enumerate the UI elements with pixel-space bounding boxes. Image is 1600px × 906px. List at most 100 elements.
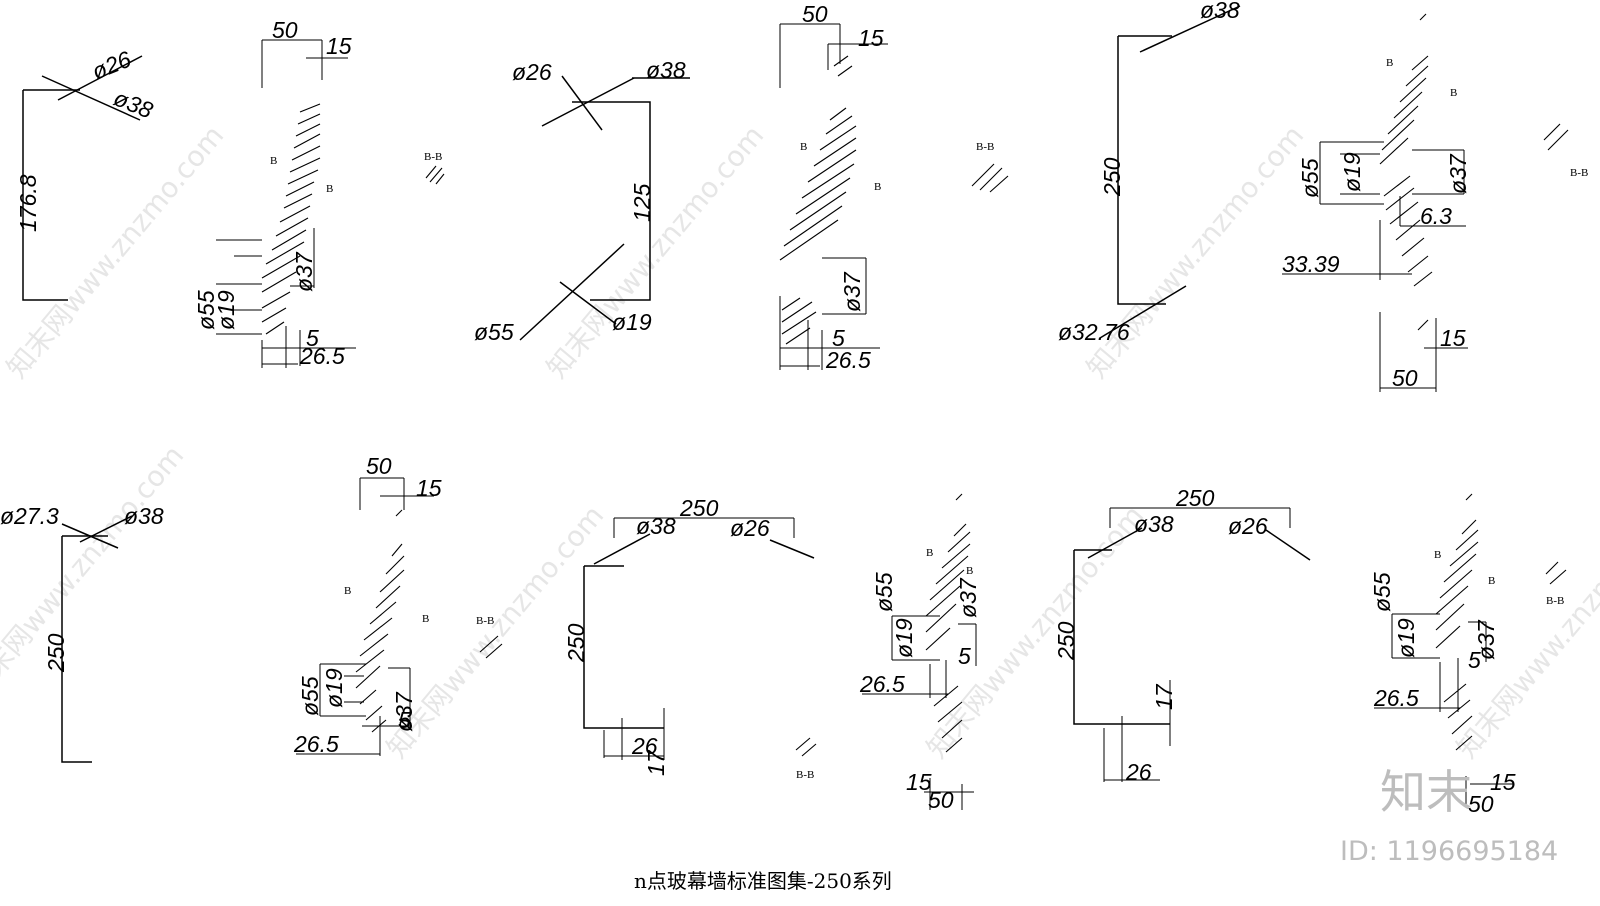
dim-50: 50 bbox=[928, 787, 954, 813]
dim-26-5: 26.5 bbox=[293, 731, 339, 757]
dim-phi27-3: ø27.3 bbox=[0, 503, 59, 529]
dim-5: 5 bbox=[1468, 647, 1481, 673]
hatch-pattern bbox=[779, 107, 857, 345]
dim-26-5: 26.5 bbox=[1373, 685, 1419, 711]
dim-phi19: ø19 bbox=[321, 668, 347, 708]
detail-6-section: B B ø55 ø19 ø37 6.3 33.39 15 50 bbox=[1282, 13, 1471, 392]
dim-phi55: ø55 bbox=[474, 319, 514, 345]
dim-phi37: ø37 bbox=[291, 251, 317, 292]
dim-phi55: ø55 bbox=[871, 572, 897, 612]
dim-50: 50 bbox=[1468, 791, 1494, 817]
section-mark-b: B bbox=[270, 155, 277, 167]
section-mark-b: B bbox=[1488, 575, 1495, 587]
section-mark-b: B bbox=[1450, 87, 1457, 99]
dim-phi37: ø37 bbox=[391, 691, 417, 732]
dim-phi55: ø55 bbox=[193, 290, 219, 330]
detail-4-section-label: B-B bbox=[971, 141, 1009, 193]
section-mark-b: B bbox=[1386, 57, 1393, 69]
dim-250: 250 bbox=[1053, 621, 1079, 661]
dim-125: 125 bbox=[629, 183, 655, 222]
dim-phi55: ø55 bbox=[1297, 158, 1323, 198]
dim-phi38: ø38 bbox=[646, 57, 686, 83]
detail-4-section: 50 15 B B ø37 5 26.5 bbox=[779, 1, 888, 373]
dim-15: 15 bbox=[906, 769, 932, 795]
detail-8-section: 50 15 B B ø55 ø19 ø37 5 26.5 bbox=[293, 453, 442, 757]
dim-phi37: ø37 bbox=[839, 271, 865, 312]
dim-phi26: ø26 bbox=[1228, 513, 1268, 539]
section-mark-b: B bbox=[926, 547, 933, 559]
dim-phi37: ø37 bbox=[955, 577, 981, 618]
dim-26: 26 bbox=[631, 733, 658, 759]
dim-250: 250 bbox=[679, 495, 719, 521]
dim-phi19: ø19 bbox=[213, 290, 239, 330]
section-mark-b: B bbox=[422, 613, 429, 625]
dim-26: 26 bbox=[1125, 759, 1152, 785]
dim-phi26: ø26 bbox=[88, 46, 135, 85]
detail-2-section-label: B-B bbox=[424, 151, 445, 185]
watermark-layer: 知末网www.znzmo.com 知末网www.znzmo.com 知末网www… bbox=[0, 119, 1600, 764]
dim-phi37: ø37 bbox=[1473, 619, 1499, 660]
dim-176-8: 176.8 bbox=[15, 174, 41, 232]
section-mark-b: B bbox=[344, 585, 351, 597]
detail-8-section-label: B-B bbox=[476, 615, 503, 659]
dim-250: 250 bbox=[43, 633, 69, 673]
dim-5: 5 bbox=[398, 707, 411, 733]
brand-watermark: 知末 ID: 1196695184 bbox=[1340, 765, 1558, 867]
dim-phi19: ø19 bbox=[1393, 618, 1419, 658]
dim-15: 15 bbox=[1490, 769, 1516, 795]
detail-9-elevation: 250 ø38 ø26 250 26 17 bbox=[563, 495, 815, 776]
watermark-text: 知末网www.znzmo.com bbox=[540, 119, 770, 384]
dim-26-5: 26.5 bbox=[299, 343, 345, 369]
detail-10-section: B B ø55 ø19 ø37 5 26.5 15 50 bbox=[859, 493, 981, 813]
dim-6-3: 6.3 bbox=[1420, 203, 1452, 229]
section-label-bb: B-B bbox=[1570, 167, 1588, 179]
dim-phi19: ø19 bbox=[891, 618, 917, 658]
detail-9-section-label: B-B bbox=[795, 737, 817, 781]
dim-phi26: ø26 bbox=[512, 59, 552, 85]
dim-15: 15 bbox=[1440, 325, 1466, 351]
dim-17: 17 bbox=[1151, 683, 1177, 710]
section-mark-b: B bbox=[800, 141, 807, 153]
brand-id: ID: 1196695184 bbox=[1340, 836, 1558, 867]
section-mark-b: B bbox=[874, 181, 881, 193]
dim-phi19: ø19 bbox=[612, 309, 652, 335]
section-mark-b: B bbox=[966, 565, 973, 577]
dim-15: 15 bbox=[858, 25, 884, 51]
detail-11-elevation: 250 ø38 ø26 250 17 26 bbox=[1053, 485, 1311, 785]
dim-phi38: ø38 bbox=[110, 85, 157, 124]
hatch-pattern bbox=[1379, 55, 1433, 287]
watermark-text: 知末网www.znzmo.com bbox=[0, 439, 190, 704]
dim-250: 250 bbox=[1099, 157, 1125, 197]
hatch-pattern bbox=[1435, 519, 1479, 751]
detail-7-elevation: ø27.3 ø38 250 bbox=[0, 503, 164, 763]
dim-50: 50 bbox=[272, 17, 298, 43]
dim-phi38: ø38 bbox=[124, 503, 164, 529]
section-label-bb: B-B bbox=[424, 151, 442, 163]
dim-phi38: ø38 bbox=[1134, 511, 1174, 537]
section-label-bb: B-B bbox=[476, 615, 494, 627]
detail-3-elevation: ø26 ø38 125 ø55 ø19 bbox=[474, 57, 690, 345]
dim-phi38: ø38 bbox=[1200, 0, 1240, 23]
dim-33-39: 33.39 bbox=[1282, 251, 1340, 277]
dim-250: 250 bbox=[1175, 485, 1215, 511]
dim-phi55: ø55 bbox=[297, 676, 323, 716]
dim-250: 250 bbox=[563, 623, 589, 663]
dim-5: 5 bbox=[958, 643, 971, 669]
dim-5: 5 bbox=[832, 325, 845, 351]
dim-phi55: ø55 bbox=[1369, 572, 1395, 612]
detail-12-section-label: B-B bbox=[1545, 561, 1567, 607]
section-label-bb: B-B bbox=[976, 141, 994, 153]
dim-50: 50 bbox=[802, 1, 828, 27]
detail-6-section-label: B-B bbox=[1543, 123, 1588, 179]
dim-phi26: ø26 bbox=[730, 515, 770, 541]
drawing-caption: n点玻幕墙标准图集-250系列 bbox=[634, 869, 892, 893]
dim-17: 17 bbox=[643, 749, 669, 776]
section-label-bb: B-B bbox=[1546, 595, 1564, 607]
hatch-pattern bbox=[261, 103, 321, 335]
dim-26-5: 26.5 bbox=[825, 347, 871, 373]
dim-15: 15 bbox=[416, 475, 442, 501]
dim-15: 15 bbox=[326, 33, 352, 59]
dim-phi32-76: ø32.76 bbox=[1058, 319, 1130, 345]
dim-phi38: ø38 bbox=[636, 513, 676, 539]
